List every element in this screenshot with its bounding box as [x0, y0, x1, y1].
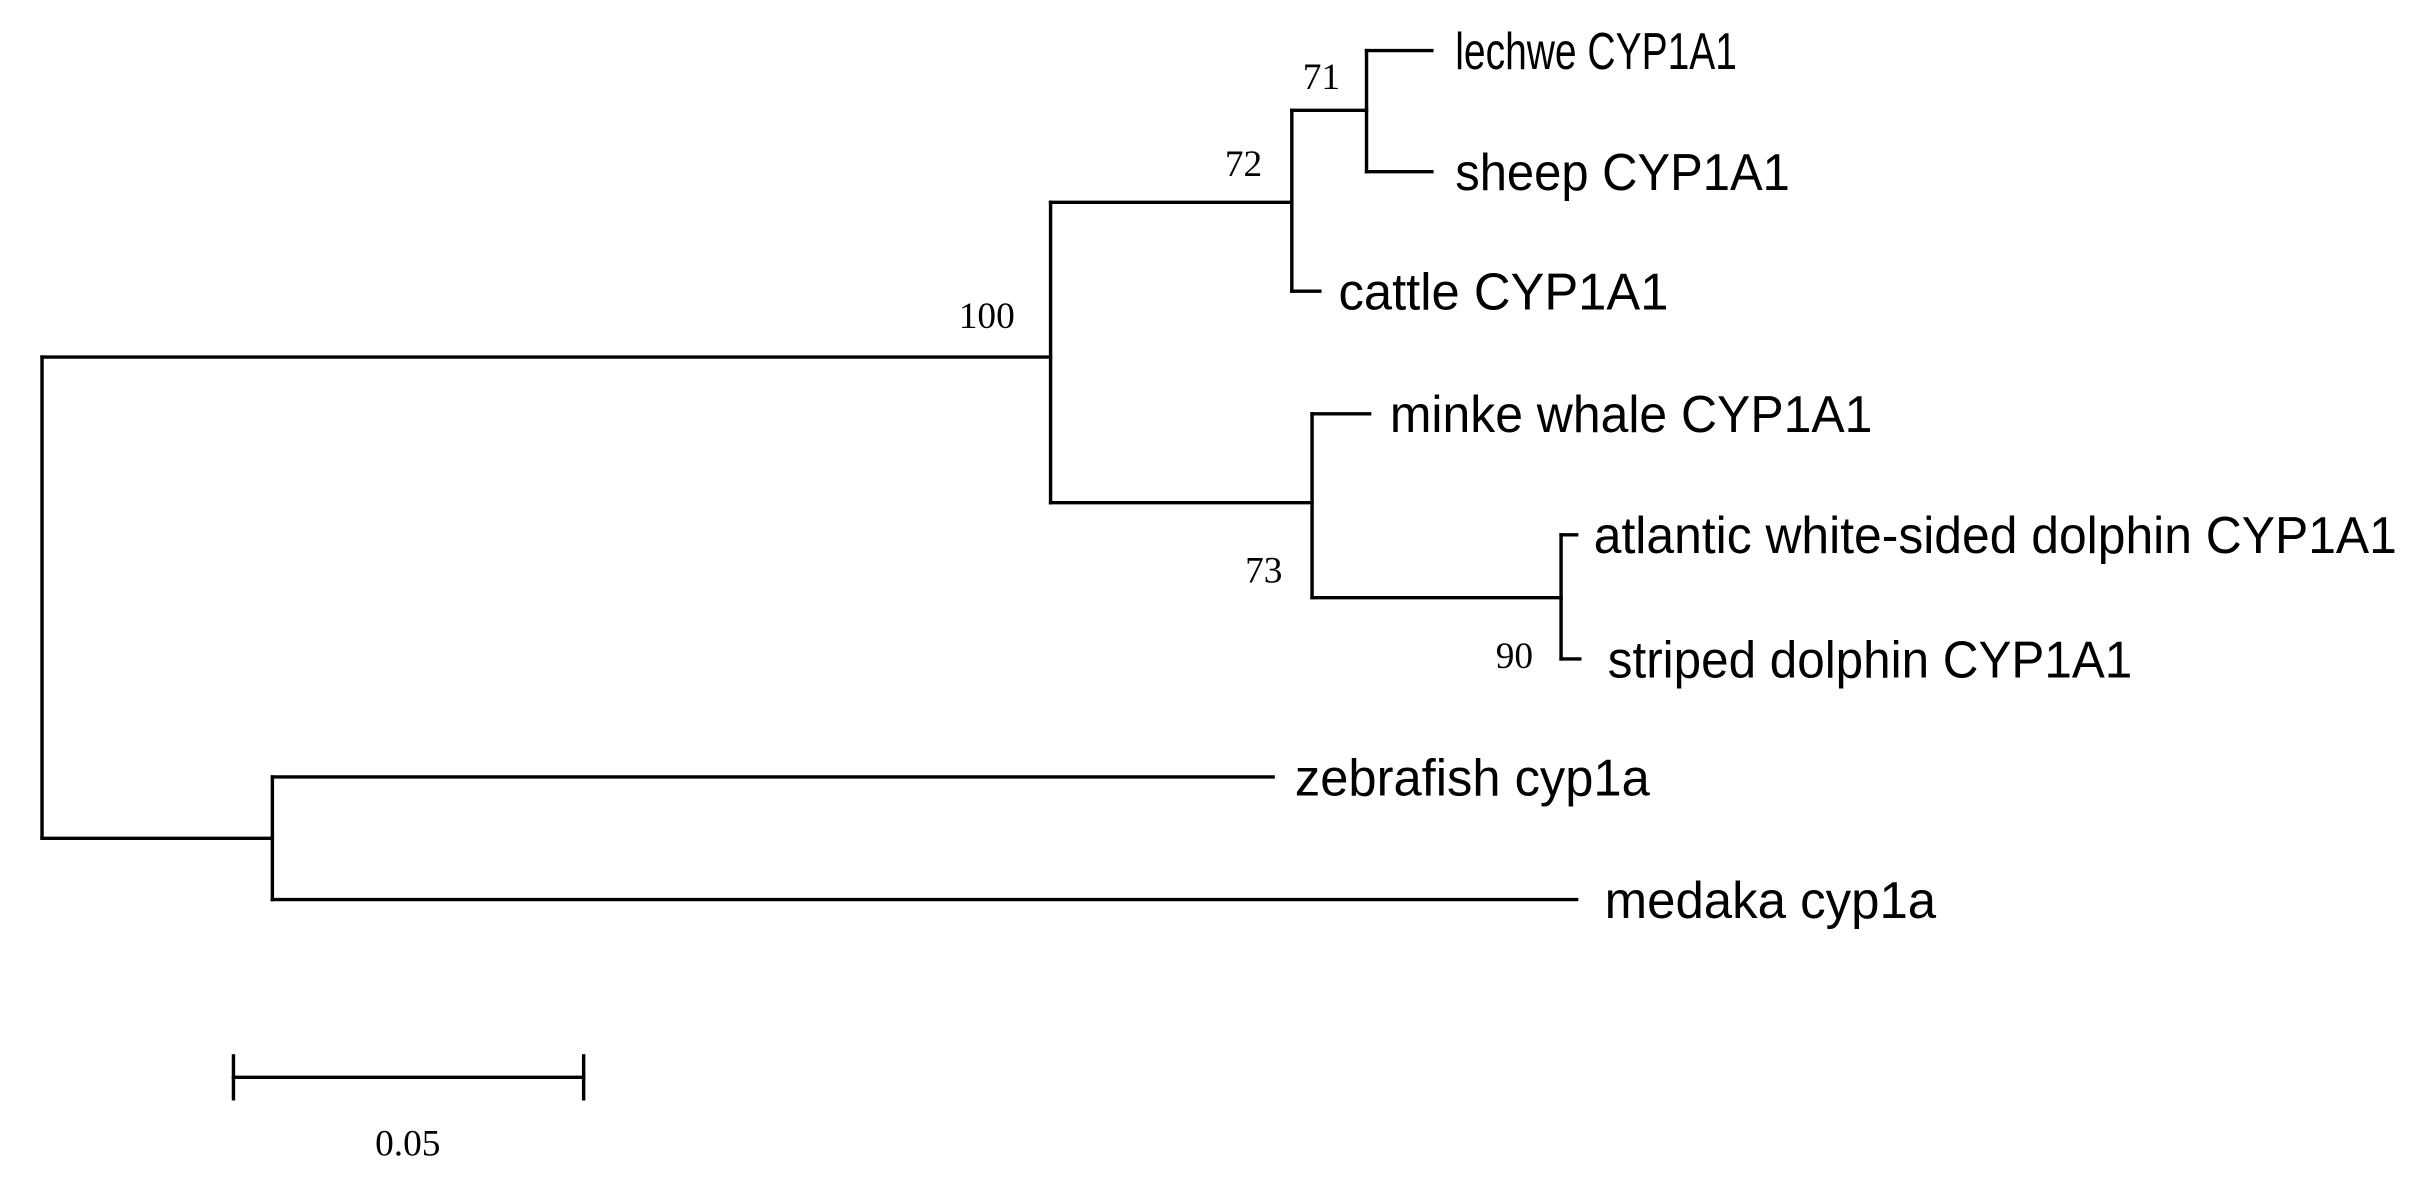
bootstrap-bovid: 72 [1225, 144, 1262, 185]
scale-bar: 0.05 [231, 1054, 586, 1165]
leaf-label-minke: minke whale CYP1A1 [1390, 386, 1872, 445]
scale-bar-label: 0.05 [375, 1124, 440, 1165]
leaf-label-medaka: medaka cyp1a [1605, 871, 1937, 930]
leaf-label-cattle: cattle CYP1A1 [1339, 263, 1669, 322]
leaf-labels: lechwe CYP1A1 sheep CYP1A1 cattle CYP1A1… [1295, 22, 2397, 930]
tree-branches [40, 48, 1582, 902]
leaf-label-atlantic: atlantic white-sided dolphin CYP1A1 [1594, 507, 2397, 566]
leaf-label-striped: striped dolphin CYP1A1 [1608, 631, 2133, 690]
bootstrap-labels: 71 72 100 73 90 [959, 57, 1533, 677]
bootstrap-lechwe-sheep: 71 [1303, 57, 1340, 98]
bootstrap-mammals: 100 [959, 296, 1015, 337]
bootstrap-dolphins: 90 [1496, 636, 1533, 677]
bootstrap-cetaceans: 73 [1245, 551, 1282, 592]
leaf-label-zebrafish: zebrafish cyp1a [1295, 749, 1651, 808]
leaf-label-lechwe: lechwe CYP1A1 [1455, 22, 1737, 81]
leaf-label-sheep: sheep CYP1A1 [1455, 143, 1790, 202]
